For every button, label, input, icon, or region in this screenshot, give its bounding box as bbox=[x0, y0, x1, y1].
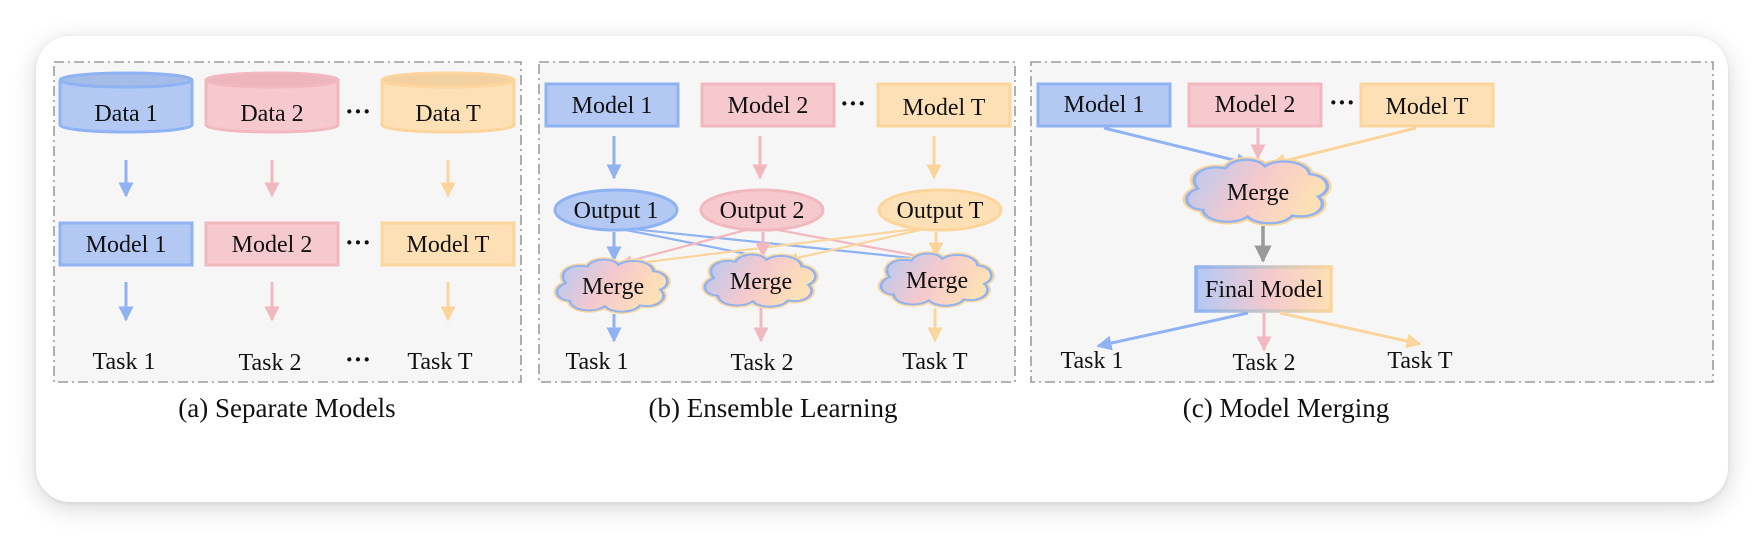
ellipsis-data: ··· bbox=[345, 97, 371, 126]
task-label-1: Task 1 bbox=[93, 349, 156, 375]
ellipsis-merging-models: ··· bbox=[1329, 88, 1355, 117]
ensemble-model-label-t: Model T bbox=[903, 95, 986, 121]
model-label-2: Model 2 bbox=[232, 232, 313, 258]
merge-label-2: Merge bbox=[730, 269, 792, 295]
merging-task-label-t: Task T bbox=[1387, 348, 1453, 374]
ensemble-model-box-1: Model 1 bbox=[544, 82, 680, 128]
merge-cloud-1: Merge bbox=[557, 260, 667, 312]
merging-model-box-2: Model 2 bbox=[1187, 82, 1323, 128]
ellipsis-tasks: ··· bbox=[345, 345, 371, 374]
output-ellipse-t: Output T bbox=[877, 188, 1003, 232]
merge-cloud-t: Merge bbox=[881, 254, 991, 306]
model-box-1: Model 1 bbox=[58, 221, 194, 267]
output-label-t: Output T bbox=[897, 198, 984, 224]
caption-model-merging: (c) Model Merging bbox=[1183, 393, 1389, 423]
merge-cloud-2: Merge bbox=[705, 255, 815, 307]
arrow-model1-merge bbox=[1103, 126, 1252, 169]
final-model-box: Final Model bbox=[1194, 265, 1333, 313]
merging-model-label-t: Model T bbox=[1386, 94, 1469, 120]
merging-model-box-t: Model T bbox=[1359, 82, 1495, 128]
arrow-final-taskt bbox=[1279, 311, 1422, 349]
merging-model-box-1: Model 1 bbox=[1036, 82, 1172, 128]
ensemble-model-box-t: Model T bbox=[876, 82, 1012, 128]
ensemble-model-label-2: Model 2 bbox=[728, 93, 809, 119]
data-cylinder-t: Data T bbox=[380, 71, 516, 134]
merge-label-t: Merge bbox=[906, 268, 968, 294]
data-label-2: Data 2 bbox=[240, 101, 303, 127]
merging-model-label-1: Model 1 bbox=[1064, 92, 1145, 118]
merging-model-label-2: Model 2 bbox=[1215, 92, 1296, 118]
merging-task-label-2: Task 2 bbox=[1233, 350, 1296, 376]
merging-merge-label: Merge bbox=[1227, 180, 1289, 206]
panel-ensemble-learning: Model 1 Model 2 ··· Model T Output 1 bbox=[538, 61, 1016, 423]
data-label-1: Data 1 bbox=[94, 101, 157, 127]
data-cylinder-1: Data 1 bbox=[58, 71, 194, 134]
ensemble-task-label-2: Task 2 bbox=[731, 350, 794, 376]
merging-merge-cloud: Merge bbox=[1187, 160, 1328, 223]
model-label-1: Model 1 bbox=[86, 232, 167, 258]
task-label-2: Task 2 bbox=[239, 350, 302, 376]
output-ellipse-1: Output 1 bbox=[553, 188, 679, 232]
caption-separate-models: (a) Separate Models bbox=[178, 393, 395, 423]
merging-task-label-1: Task 1 bbox=[1061, 348, 1124, 374]
ensemble-task-label-t: Task T bbox=[902, 349, 968, 375]
diagram-canvas: Data 1 Data 2 ··· Data T Model 1 Model 2… bbox=[53, 61, 1714, 423]
model-box-t: Model T bbox=[380, 221, 516, 267]
output-label-1: Output 1 bbox=[574, 198, 659, 224]
ensemble-task-label-1: Task 1 bbox=[566, 349, 629, 375]
model-label-t: Model T bbox=[407, 232, 490, 258]
ellipsis-models: ··· bbox=[345, 228, 371, 257]
ellipsis-ensemble-models: ··· bbox=[840, 89, 866, 118]
data-label-t: Data T bbox=[415, 101, 481, 127]
arrow-modelt-merge bbox=[1270, 126, 1417, 169]
final-model-label: Final Model bbox=[1205, 277, 1323, 303]
output-label-2: Output 2 bbox=[720, 198, 805, 224]
task-label-t: Task T bbox=[407, 349, 473, 375]
caption-ensemble-learning: (b) Ensemble Learning bbox=[649, 393, 898, 423]
arrow-final-task1 bbox=[1096, 311, 1249, 351]
output-ellipse-2: Output 2 bbox=[699, 188, 825, 232]
model-box-2: Model 2 bbox=[204, 221, 340, 267]
ensemble-model-box-2: Model 2 bbox=[700, 82, 836, 128]
figure-card: Data 1 Data 2 ··· Data T Model 1 Model 2… bbox=[36, 36, 1728, 502]
panel-model-merging: Model 1 Model 2 ··· Model T Merge Final … bbox=[1030, 61, 1714, 423]
ensemble-model-label-1: Model 1 bbox=[572, 93, 653, 119]
data-cylinder-2: Data 2 bbox=[204, 71, 340, 134]
merge-label-1: Merge bbox=[582, 274, 644, 300]
cross-arrows bbox=[620, 227, 952, 269]
panel-separate-models: Data 1 Data 2 ··· Data T Model 1 Model 2… bbox=[53, 61, 522, 423]
